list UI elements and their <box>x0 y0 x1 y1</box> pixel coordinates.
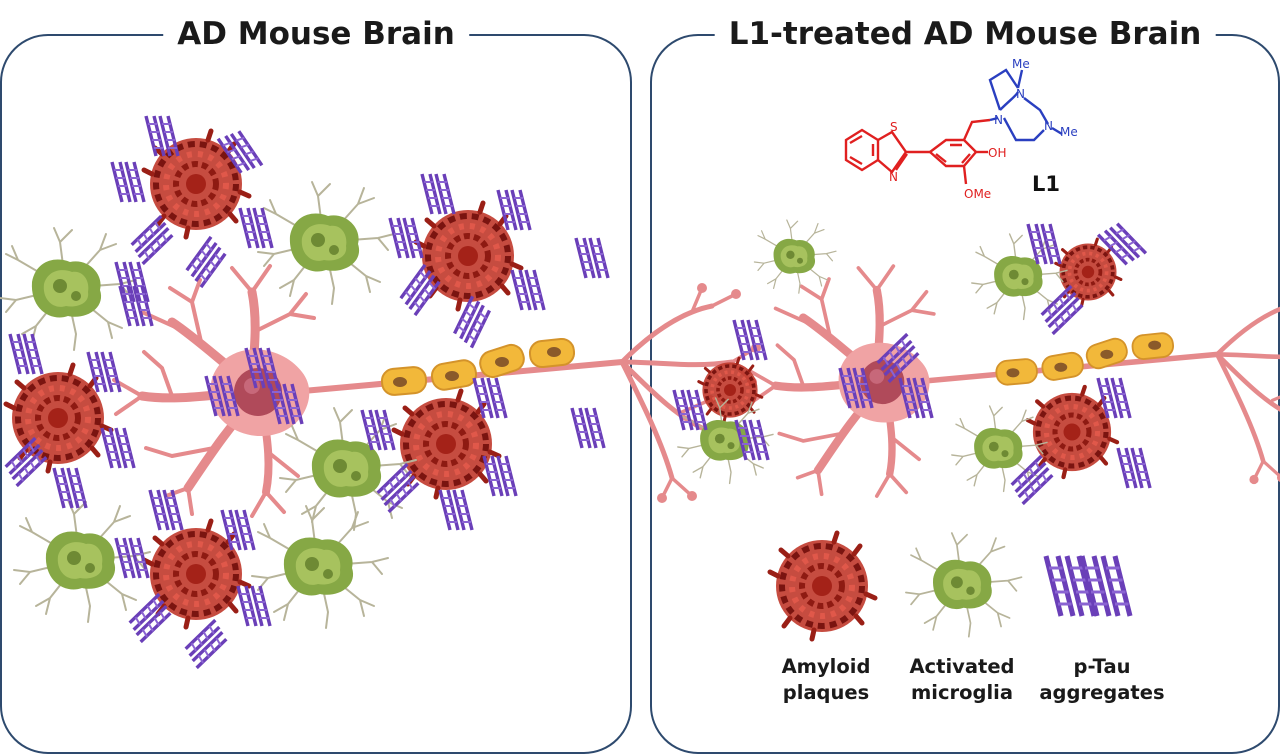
panel-ad-mouse-brain: AD Mouse Brain <box>0 14 632 754</box>
chemical-structure-l1: S N OH OMe N N N Me Me <box>844 57 1078 201</box>
atom-me2: Me <box>1060 125 1078 139</box>
legend-plaques-line1: Amyloid <box>781 655 871 678</box>
scene-illustration: S N OH OMe N N N Me Me <box>0 57 1280 670</box>
panel-l1-treated: L1-treated AD Mouse Brain <box>650 14 1280 754</box>
legend-ptau-aggregates: p-Tau aggregates <box>1032 654 1172 706</box>
atom-oh: OH <box>988 146 1006 160</box>
legend-tau-line2: aggregates <box>1039 681 1165 704</box>
atom-n-ring: N <box>889 170 898 184</box>
legend-microglia-line1: Activated <box>909 655 1015 678</box>
atom-s: S <box>890 120 898 134</box>
left-scene <box>0 114 761 670</box>
legend-activated-microglia: Activated microglia <box>892 654 1032 706</box>
legend-amyloid-plaques: Amyloid plaques <box>756 654 896 706</box>
legend-tau-line1: p-Tau <box>1073 655 1131 678</box>
right-scene <box>672 216 1280 506</box>
atom-n3: N <box>1044 119 1053 133</box>
panel-title-left: AD Mouse Brain <box>163 14 469 54</box>
panel-title-right: L1-treated AD Mouse Brain <box>714 14 1216 54</box>
atom-n2: N <box>1016 87 1025 101</box>
atom-me1: Me <box>1012 57 1030 71</box>
atom-ome: OMe <box>964 187 991 201</box>
legend-plaques-line2: plaques <box>782 681 870 704</box>
atom-n1: N <box>994 113 1003 127</box>
compound-label: L1 <box>1032 172 1060 196</box>
legend-icons <box>770 533 1130 639</box>
legend-microglia-line2: microglia <box>910 681 1014 704</box>
